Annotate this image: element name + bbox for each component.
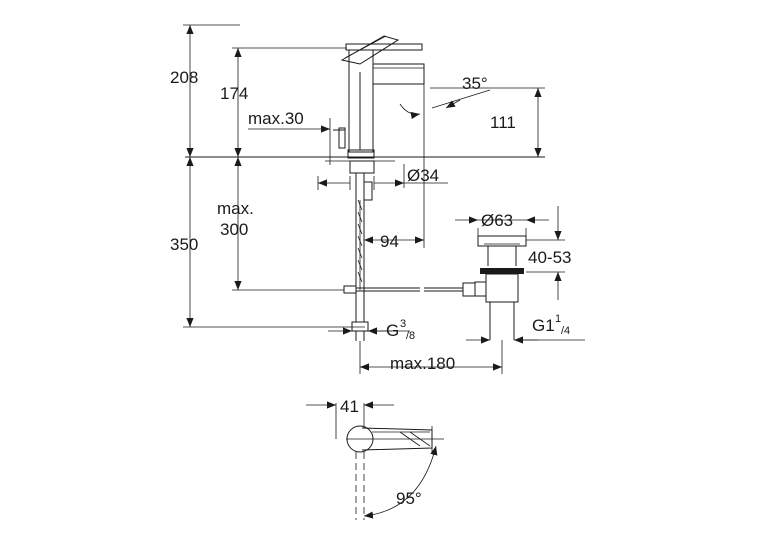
- pull-rod: [343, 282, 476, 297]
- dim-g1-sub: /4: [561, 325, 570, 337]
- dim-40-53: 40-53: [528, 248, 571, 267]
- dim-g-thread: G: [386, 321, 399, 340]
- dim-208: 208: [170, 68, 198, 87]
- faucet-side-view: [185, 35, 545, 341]
- waste-valve: [474, 235, 527, 340]
- dimension-labels: 208 174 max.30 35° 111 Ø34 max. 300 350 …: [170, 68, 571, 508]
- faucet-top-view: [306, 401, 444, 520]
- dim-35deg: 35°: [462, 74, 488, 93]
- dim-34: Ø34: [407, 166, 439, 185]
- dim-max-label: max.: [217, 199, 254, 218]
- popup-rod: [333, 127, 346, 149]
- dim-95deg: 95°: [396, 489, 422, 508]
- dim-111: 111: [490, 113, 516, 132]
- dim-350: 350: [170, 235, 198, 254]
- dim-g-sup: 3: [400, 318, 406, 330]
- mounting-assembly: [349, 160, 375, 341]
- dim-63: Ø63: [481, 211, 513, 230]
- dim-g1-thread: G1: [532, 316, 555, 335]
- dim-max30: max.30: [248, 109, 304, 128]
- dim-g1-sup: 1: [555, 313, 561, 325]
- dimension-lines: [183, 24, 585, 374]
- spout: [373, 63, 425, 85]
- lever-handle: [340, 35, 423, 65]
- faucet-body: [347, 49, 375, 159]
- dim-max180: max.180: [390, 354, 455, 373]
- dim-94: 94: [380, 232, 399, 251]
- dim-174: 174: [220, 84, 248, 103]
- dim-g-sub: /8: [406, 330, 415, 342]
- dim-300: 300: [220, 220, 248, 239]
- dim-41: 41: [340, 397, 359, 416]
